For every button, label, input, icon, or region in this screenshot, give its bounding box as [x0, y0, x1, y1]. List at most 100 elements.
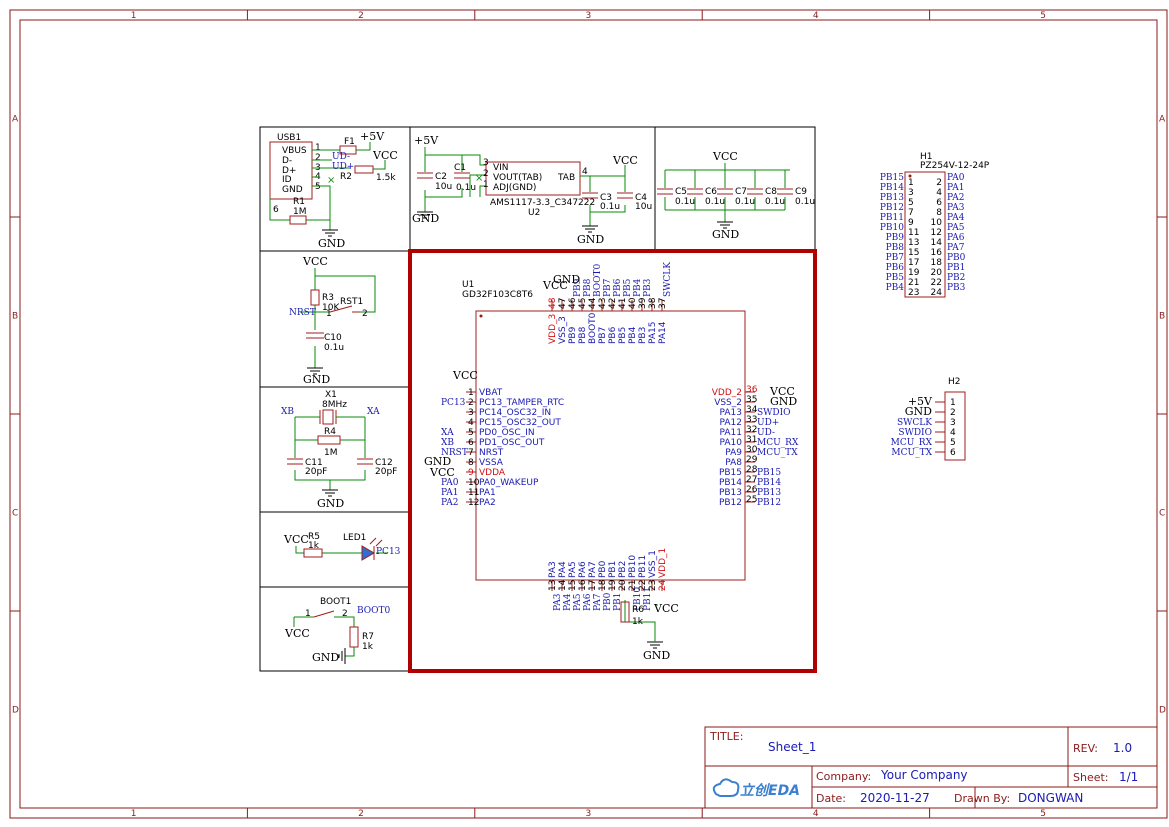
decoupling-cap-value: 0.1u	[795, 197, 815, 207]
u2-pin-number: 4	[582, 167, 588, 177]
sheet-label: Sheet:	[1073, 771, 1109, 784]
u1-pin-name: VDD_1	[658, 548, 668, 578]
gnd-label-crystal: GND	[317, 497, 344, 510]
u1-net-label: PA0	[441, 478, 459, 488]
h2-pin-number: 4	[950, 428, 956, 438]
u1-pin-name: PB1	[608, 561, 618, 578]
u1-pin-number: 33	[746, 415, 757, 425]
decoupling-cap-value: 0.1u	[675, 197, 695, 207]
u1-pin-number: 1	[468, 388, 474, 398]
u1-pin-name: PB3	[638, 327, 648, 344]
h1-right-net: PA7	[947, 243, 965, 253]
h1-left-net: PB10	[880, 223, 904, 233]
u1-pin-name: PB2	[618, 561, 628, 578]
reset-section: VCC R3 10K RST1 1 2 NRST C10 0.1u GND	[289, 255, 376, 386]
c11-designator: C11	[305, 458, 323, 468]
column-marker-top: 3	[586, 11, 592, 21]
ground-icon	[582, 225, 598, 233]
h1-pin-number: 8	[936, 208, 942, 218]
decoupling-cap-designator: C6	[705, 187, 717, 197]
h2-pin-number: 6	[950, 448, 956, 458]
gnd-label-mcu-top: GND	[553, 273, 580, 286]
vcc-label-reset: VCC	[302, 255, 328, 268]
u1-pin-name: PA13	[720, 408, 742, 418]
u1-pin-number: 19	[608, 579, 618, 591]
column-marker-bottom: 4	[813, 809, 819, 819]
usb-pin-label: VBUS	[282, 146, 307, 156]
u1-net-label: PB13	[757, 488, 781, 498]
u1-pin-number: 16	[578, 579, 588, 591]
u1-pin-name: PD0_OSC_IN	[479, 428, 535, 438]
c10-designator: C10	[324, 333, 342, 343]
h2-pin-number: 2	[950, 408, 956, 418]
u1-pin-number: 38	[648, 297, 658, 309]
vcc-label-led: VCC	[283, 533, 309, 546]
ground-icon	[322, 489, 338, 497]
c3-designator: C3	[600, 193, 612, 203]
u1-pin-name: BOOT0	[588, 312, 598, 344]
h2-net-label: SWCLK	[897, 418, 932, 428]
h1-body	[904, 171, 946, 298]
u1-net-label: SWDIO	[757, 408, 791, 418]
vcc-label-boot: VCC	[284, 627, 310, 640]
u1-pin-number: 13	[548, 580, 558, 591]
h1-left-net: PB4	[886, 283, 905, 293]
u1-net-label: PB10	[633, 587, 643, 611]
rst1-designator: RST1	[340, 297, 363, 307]
u1-pin-number: 41	[618, 298, 628, 309]
r4-resistor	[317, 435, 341, 445]
u1-pin-name: VSS_2	[714, 398, 742, 408]
h2-net-label: MCU_TX	[891, 448, 932, 458]
u2-pin-label: ADJ(GND)	[493, 183, 536, 193]
u1-pin-number: 14	[558, 579, 568, 591]
r6-resistor	[620, 601, 630, 623]
u1-pin-number: 8	[468, 458, 474, 468]
u1-pin-number: 17	[588, 580, 598, 591]
h1-pin-number: 4	[936, 188, 942, 198]
u1-net-label: UD+	[757, 418, 779, 428]
h1-right-net: PA6	[947, 233, 965, 243]
h1-right-net: PA0	[947, 173, 965, 183]
decoupling-cap-value: 0.1u	[705, 197, 725, 207]
title-value: Sheet_1	[768, 740, 816, 754]
usb-pin-label: D-	[282, 156, 292, 166]
r3-resistor	[310, 289, 320, 306]
u1-pin-number: 22	[638, 580, 648, 591]
h1-left-net: PB13	[880, 193, 904, 203]
u1-pin-name: VDD_2	[712, 388, 742, 398]
ground-icon	[717, 221, 733, 229]
h2-pin-number: 3	[950, 418, 956, 428]
u1-net-label: XA	[441, 428, 454, 438]
u2-pin-number: 2	[483, 169, 489, 179]
decoupling-capacitor-icon	[687, 188, 703, 195]
ground-icon	[417, 211, 433, 219]
column-marker-bottom: 3	[586, 809, 592, 819]
h1-part: PZ254V-12-24P	[920, 161, 990, 171]
u1-pin-number: 27	[746, 475, 757, 485]
usb-pin-number: 6	[273, 205, 279, 215]
u1-net-label: PB11	[643, 587, 653, 611]
u1-pin-name: PC14_OSC32_IN	[479, 408, 551, 418]
u1-net-label: PA4	[563, 593, 573, 611]
ud-plus-net: UD+	[332, 162, 354, 172]
section-boxes	[259, 126, 817, 673]
r5-value: 1k	[308, 541, 320, 551]
drawn-by-label: Drawn By:	[954, 792, 1010, 805]
boot1-designator: BOOT1	[320, 597, 351, 607]
u2-pin-number: 3	[483, 158, 489, 168]
u1-pin-name: PA8	[725, 458, 742, 468]
gnd-label-decoup: GND	[712, 228, 739, 241]
h2-pin-number: 5	[950, 438, 956, 448]
boot1-switch-icon	[313, 610, 335, 618]
boot0-net: BOOT0	[357, 606, 391, 616]
h1-pin-number: 17	[908, 258, 919, 268]
u1-pin-name: VSS_3	[558, 316, 568, 344]
u1-pin-number: 37	[658, 298, 668, 309]
h1-pin-number: 13	[908, 238, 919, 248]
boot-section: BOOT1 1 2 BOOT0 VCC R7 1k GND	[284, 597, 391, 664]
company-value: Your Company	[880, 768, 968, 782]
u1-pin-name: PB5	[618, 327, 628, 344]
u1-pin-number: 42	[608, 298, 618, 309]
